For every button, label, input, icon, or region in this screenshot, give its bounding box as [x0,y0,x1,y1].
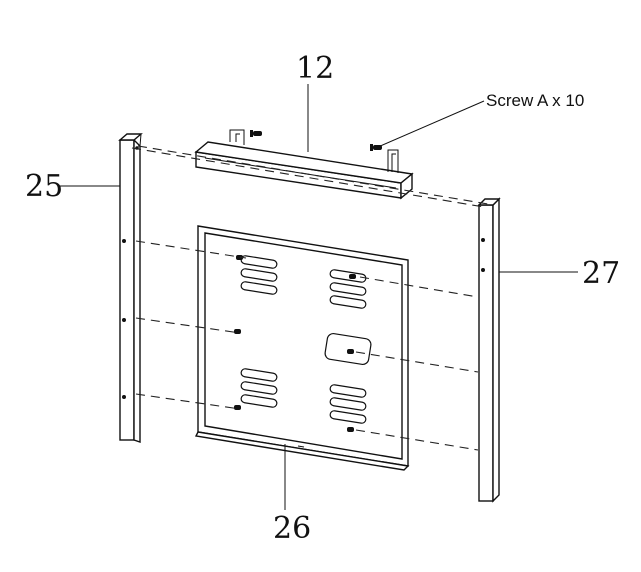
label-part-25: 25 [25,169,63,204]
left-post-25 [118,133,143,443]
screw-icon [250,130,262,137]
label-part-27: 27 [582,256,620,291]
back-panel-26 [194,225,410,471]
screw-icon [236,255,243,260]
right-post-27 [477,197,501,503]
callouts: 12 25 27 26 Screw A x 10 [25,51,620,546]
screw-icon [234,329,241,334]
label-part-26: 26 [273,511,311,546]
alignment-lines [131,145,489,451]
screw-icon [370,144,382,151]
screws [234,130,382,432]
label-part-12: 12 [296,51,334,86]
label-screw-a: Screw A x 10 [486,91,584,110]
screw-icon [349,274,356,279]
screw-icon [347,427,354,432]
screw-icon [347,349,354,354]
screw-icon [234,405,241,410]
